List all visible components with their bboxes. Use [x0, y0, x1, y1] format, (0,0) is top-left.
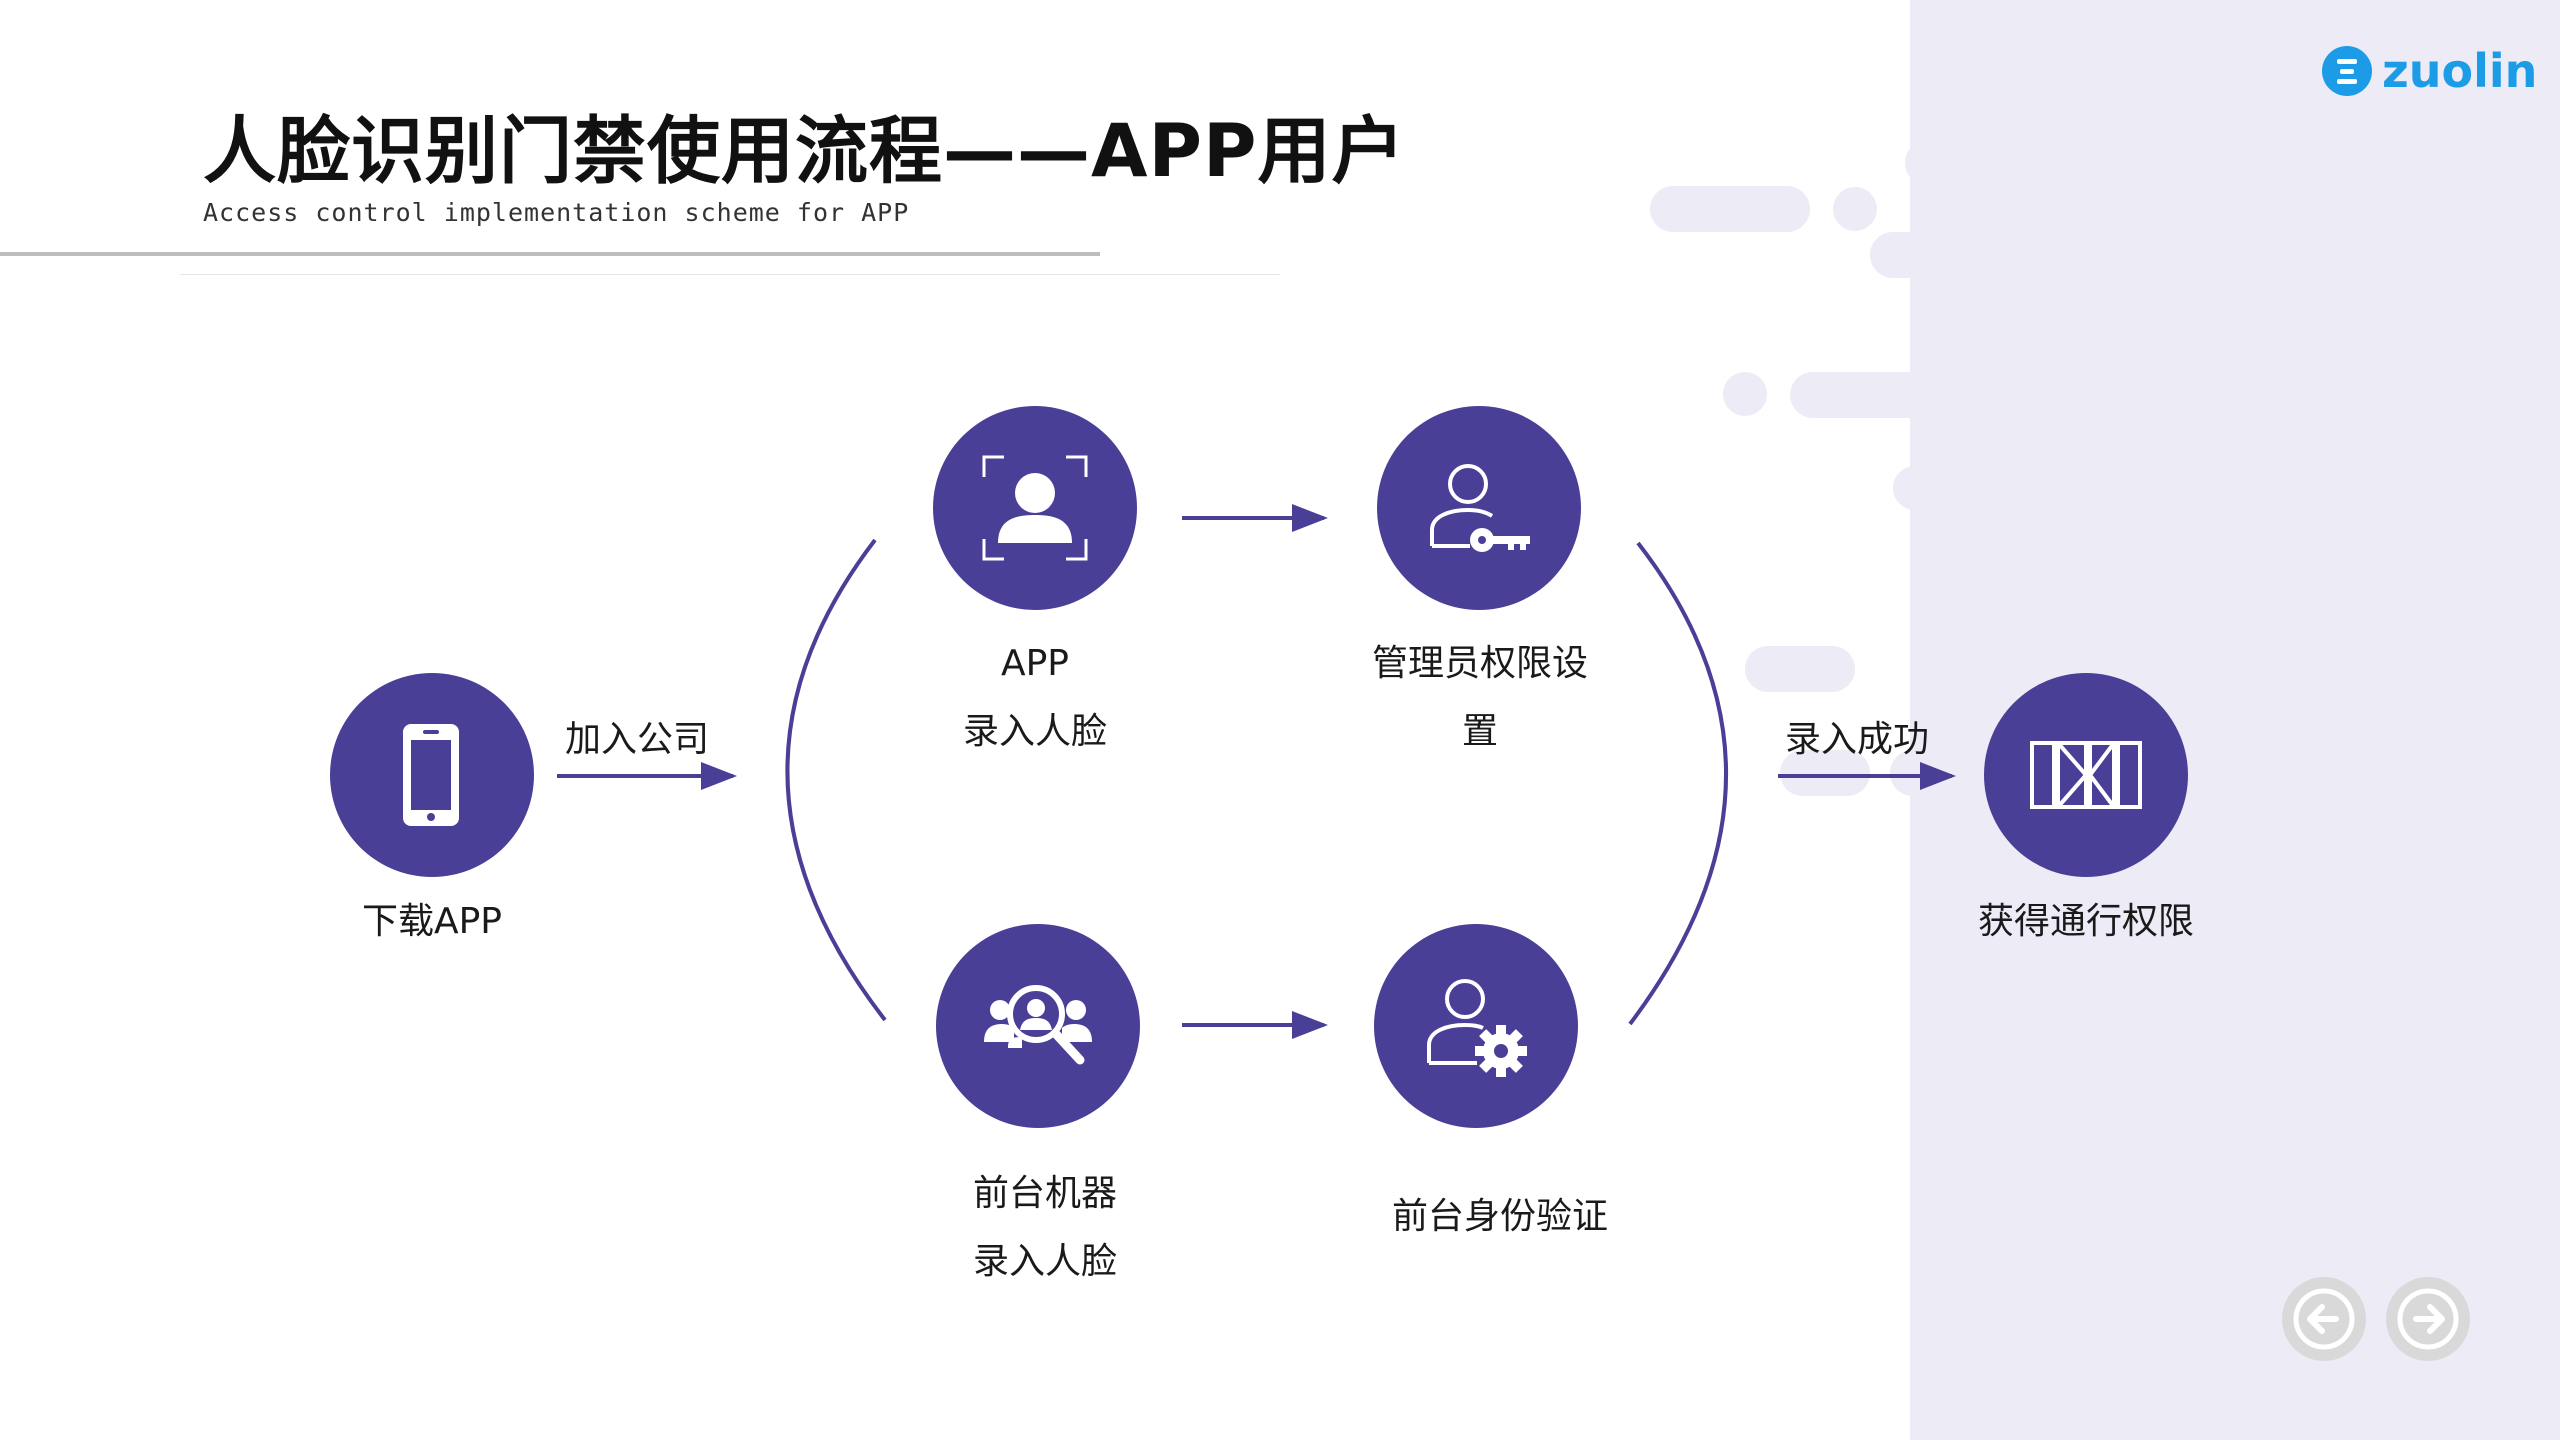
left-arc — [785, 538, 887, 1022]
brand-name: zuolin — [2382, 44, 2538, 98]
label-access: 获得通行权限 — [1977, 901, 2194, 942]
header-divider-thin — [180, 274, 1280, 275]
arrow-right-icon — [2397, 1288, 2459, 1350]
zuolin-logo-icon — [2322, 46, 2372, 96]
node-app-face — [933, 406, 1137, 610]
arrow-left-icon — [2293, 1288, 2355, 1350]
gate-icon — [2030, 741, 2142, 809]
node-front-face — [936, 924, 1140, 1128]
phone-icon — [403, 724, 459, 826]
label-app-face-line2: 录入人脸 — [962, 711, 1107, 752]
edge-label-enroll-success: 录入成功 — [1785, 719, 1930, 760]
face-frame-icon — [982, 455, 1088, 561]
label-download-app: 下载APP — [361, 901, 503, 942]
label-front-verify: 前台身份验证 — [1391, 1196, 1608, 1237]
label-app-face-line1: APP — [1000, 643, 1070, 684]
node-download-app — [330, 673, 534, 877]
label-front-face: 前台机器 录入人脸 — [895, 1160, 1195, 1296]
label-app-face: APP 录入人脸 — [885, 630, 1185, 766]
user-key-icon — [1430, 464, 1530, 552]
user-gear-icon — [1427, 979, 1527, 1077]
label-front-face-line1: 前台机器 — [972, 1173, 1117, 1214]
edge-label-join-company: 加入公司 — [565, 719, 710, 760]
node-access — [1984, 673, 2188, 877]
prev-slide-button[interactable] — [2282, 1277, 2366, 1361]
user-search-icon — [984, 985, 1092, 1065]
label-admin-permission-line1: 管理员权限设 — [1371, 643, 1588, 684]
page-subtitle: Access control implementation scheme for… — [203, 198, 910, 227]
brand-logo: zuolin — [2322, 44, 2537, 98]
page-title: 人脸识别门禁使用流程——APP用户 — [203, 109, 1406, 194]
label-admin-permission: 管理员权限设 置 — [1330, 630, 1630, 766]
node-admin-permission — [1377, 406, 1581, 610]
node-front-verify — [1374, 924, 1578, 1128]
label-front-face-line2: 录入人脸 — [972, 1241, 1117, 1282]
right-arc — [1628, 541, 1728, 1026]
next-slide-button[interactable] — [2386, 1277, 2470, 1361]
header-divider — [0, 252, 1100, 256]
label-admin-permission-line2: 置 — [1461, 711, 1498, 752]
